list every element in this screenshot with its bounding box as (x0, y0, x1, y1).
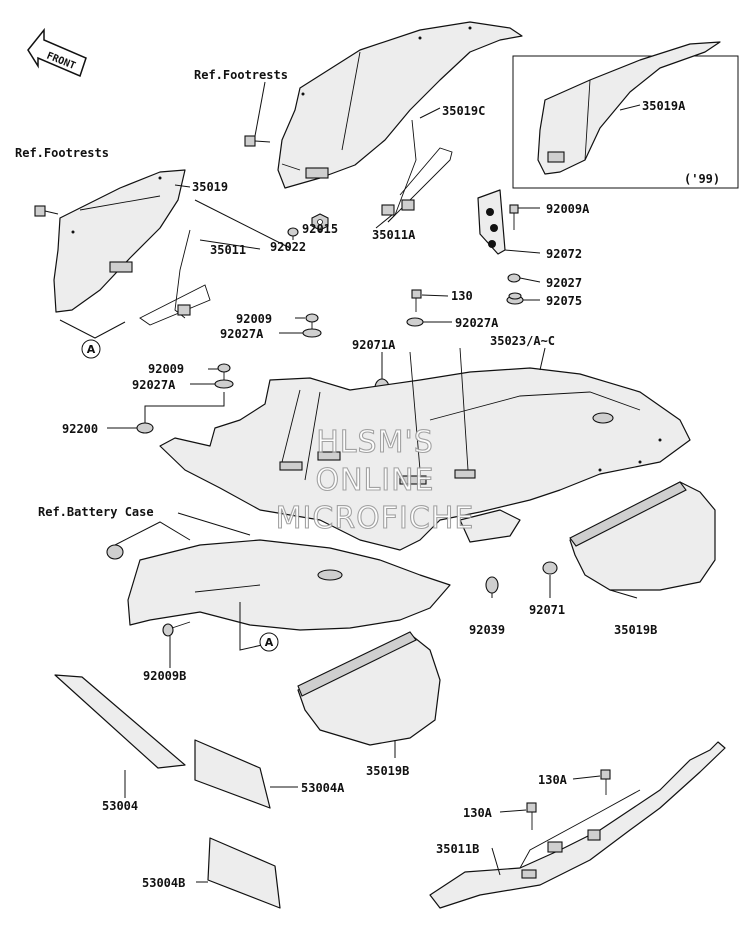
label-92071: 92071 (529, 603, 565, 617)
watermark: HLSM'S ONLINE MICROFICHE (275, 424, 475, 536)
label-130: 130 (451, 289, 473, 303)
label-53004B: 53004B (142, 876, 185, 890)
label-92071A: 92071A (352, 338, 396, 352)
label-35019B-bottom: 35019B (366, 764, 409, 778)
screw-92009-b-icon (217, 363, 231, 380)
part-35023-shape (159, 347, 691, 551)
washer-92027A-a-icon (302, 328, 322, 338)
front-arrow-icon: FRONT (27, 27, 87, 78)
ref-battery-case-label: Ref.Battery Case (38, 505, 154, 519)
callout-a-bottom: A (259, 632, 279, 652)
part-labels: Ref.Footrests Ref.Footrests Ref.Battery … (15, 68, 720, 890)
label-92027: 92027 (546, 276, 582, 290)
clip-92039-icon (485, 576, 499, 594)
ref-footrests-upper-label: Ref.Footrests (194, 68, 288, 82)
part-35023-lower-shape (127, 539, 451, 631)
inset-box (512, 55, 739, 189)
bolt-130A-right-icon (600, 769, 611, 795)
label-35019B-right: 35019B (614, 623, 657, 637)
decal-53004B-shape (207, 837, 281, 909)
label-92039: 92039 (469, 623, 505, 637)
battery-plug-icon (106, 544, 124, 560)
part-35019B-bottom-shape (297, 631, 441, 746)
washer-92022-icon (287, 227, 299, 237)
screw-92009-a-icon (305, 313, 319, 330)
label-35023: 35023/A~C (490, 334, 555, 348)
label-92027A-right: 92027A (455, 316, 499, 330)
label-53004: 53004 (102, 799, 138, 813)
callout-a-left: A (81, 339, 101, 359)
svg-text:HLSM'S: HLSM'S (316, 425, 434, 460)
label-92075: 92075 (546, 294, 582, 308)
bolt-icon (244, 135, 271, 147)
svg-text:ONLINE: ONLINE (315, 463, 434, 498)
bolt-130A-left-icon (526, 802, 537, 830)
label-35019A: 35019A (642, 99, 686, 113)
label-35019C: 35019C (442, 104, 485, 118)
washer-92027A-right-icon (406, 317, 424, 327)
part-35019B-right-shape (569, 481, 716, 591)
label-92009-a: 92009 (236, 312, 272, 326)
label-92027A-b: 92027A (132, 378, 176, 392)
screw-92009B-icon (162, 621, 191, 637)
part-35011A-shape (381, 119, 453, 223)
label-92072: 92072 (546, 247, 582, 261)
svg-text:A: A (265, 636, 274, 649)
label-130A-right: 130A (538, 773, 568, 787)
part-35019A-shape (537, 41, 721, 175)
label-35011: 35011 (210, 243, 246, 257)
inset-note: ('99) (684, 172, 720, 186)
bolt-130-icon (411, 289, 422, 312)
part-92072-shape (477, 189, 506, 255)
decal-53004A-shape (194, 739, 271, 809)
decal-53004-shape (54, 674, 186, 769)
grommet-92075-icon (506, 292, 524, 305)
ref-footrests-left-label: Ref.Footrests (15, 146, 109, 160)
label-92027A-a: 92027A (220, 327, 264, 341)
label-92022: 92022 (270, 240, 306, 254)
svg-text:MICROFICHE: MICROFICHE (276, 501, 475, 536)
bolt-92009A-icon (509, 204, 519, 230)
left-bolt-icon (34, 205, 59, 217)
label-53004A: 53004A (301, 781, 345, 795)
label-92200: 92200 (62, 422, 98, 436)
label-130A-left: 130A (463, 806, 493, 820)
grommet-92071-icon (542, 561, 558, 575)
label-92009A: 92009A (546, 202, 590, 216)
nut-92015-icon (311, 213, 329, 231)
label-92009B: 92009B (143, 669, 186, 683)
label-92009-b: 92009 (148, 362, 184, 376)
label-35011B: 35011B (436, 842, 479, 856)
label-92015: 92015 (302, 222, 338, 236)
washer-92027-icon (507, 273, 521, 283)
washer-92200-icon (136, 422, 154, 434)
part-35011B-shape (429, 741, 726, 909)
part-35019-shape (53, 169, 186, 313)
leader-lines (107, 81, 641, 883)
part-35011-shape (139, 229, 211, 326)
part-35019C-shape (277, 21, 523, 189)
washer-92027A-b-icon (214, 379, 234, 389)
label-35011A: 35011A (372, 228, 416, 242)
svg-text:A: A (87, 343, 96, 356)
label-35019: 35019 (192, 180, 228, 194)
